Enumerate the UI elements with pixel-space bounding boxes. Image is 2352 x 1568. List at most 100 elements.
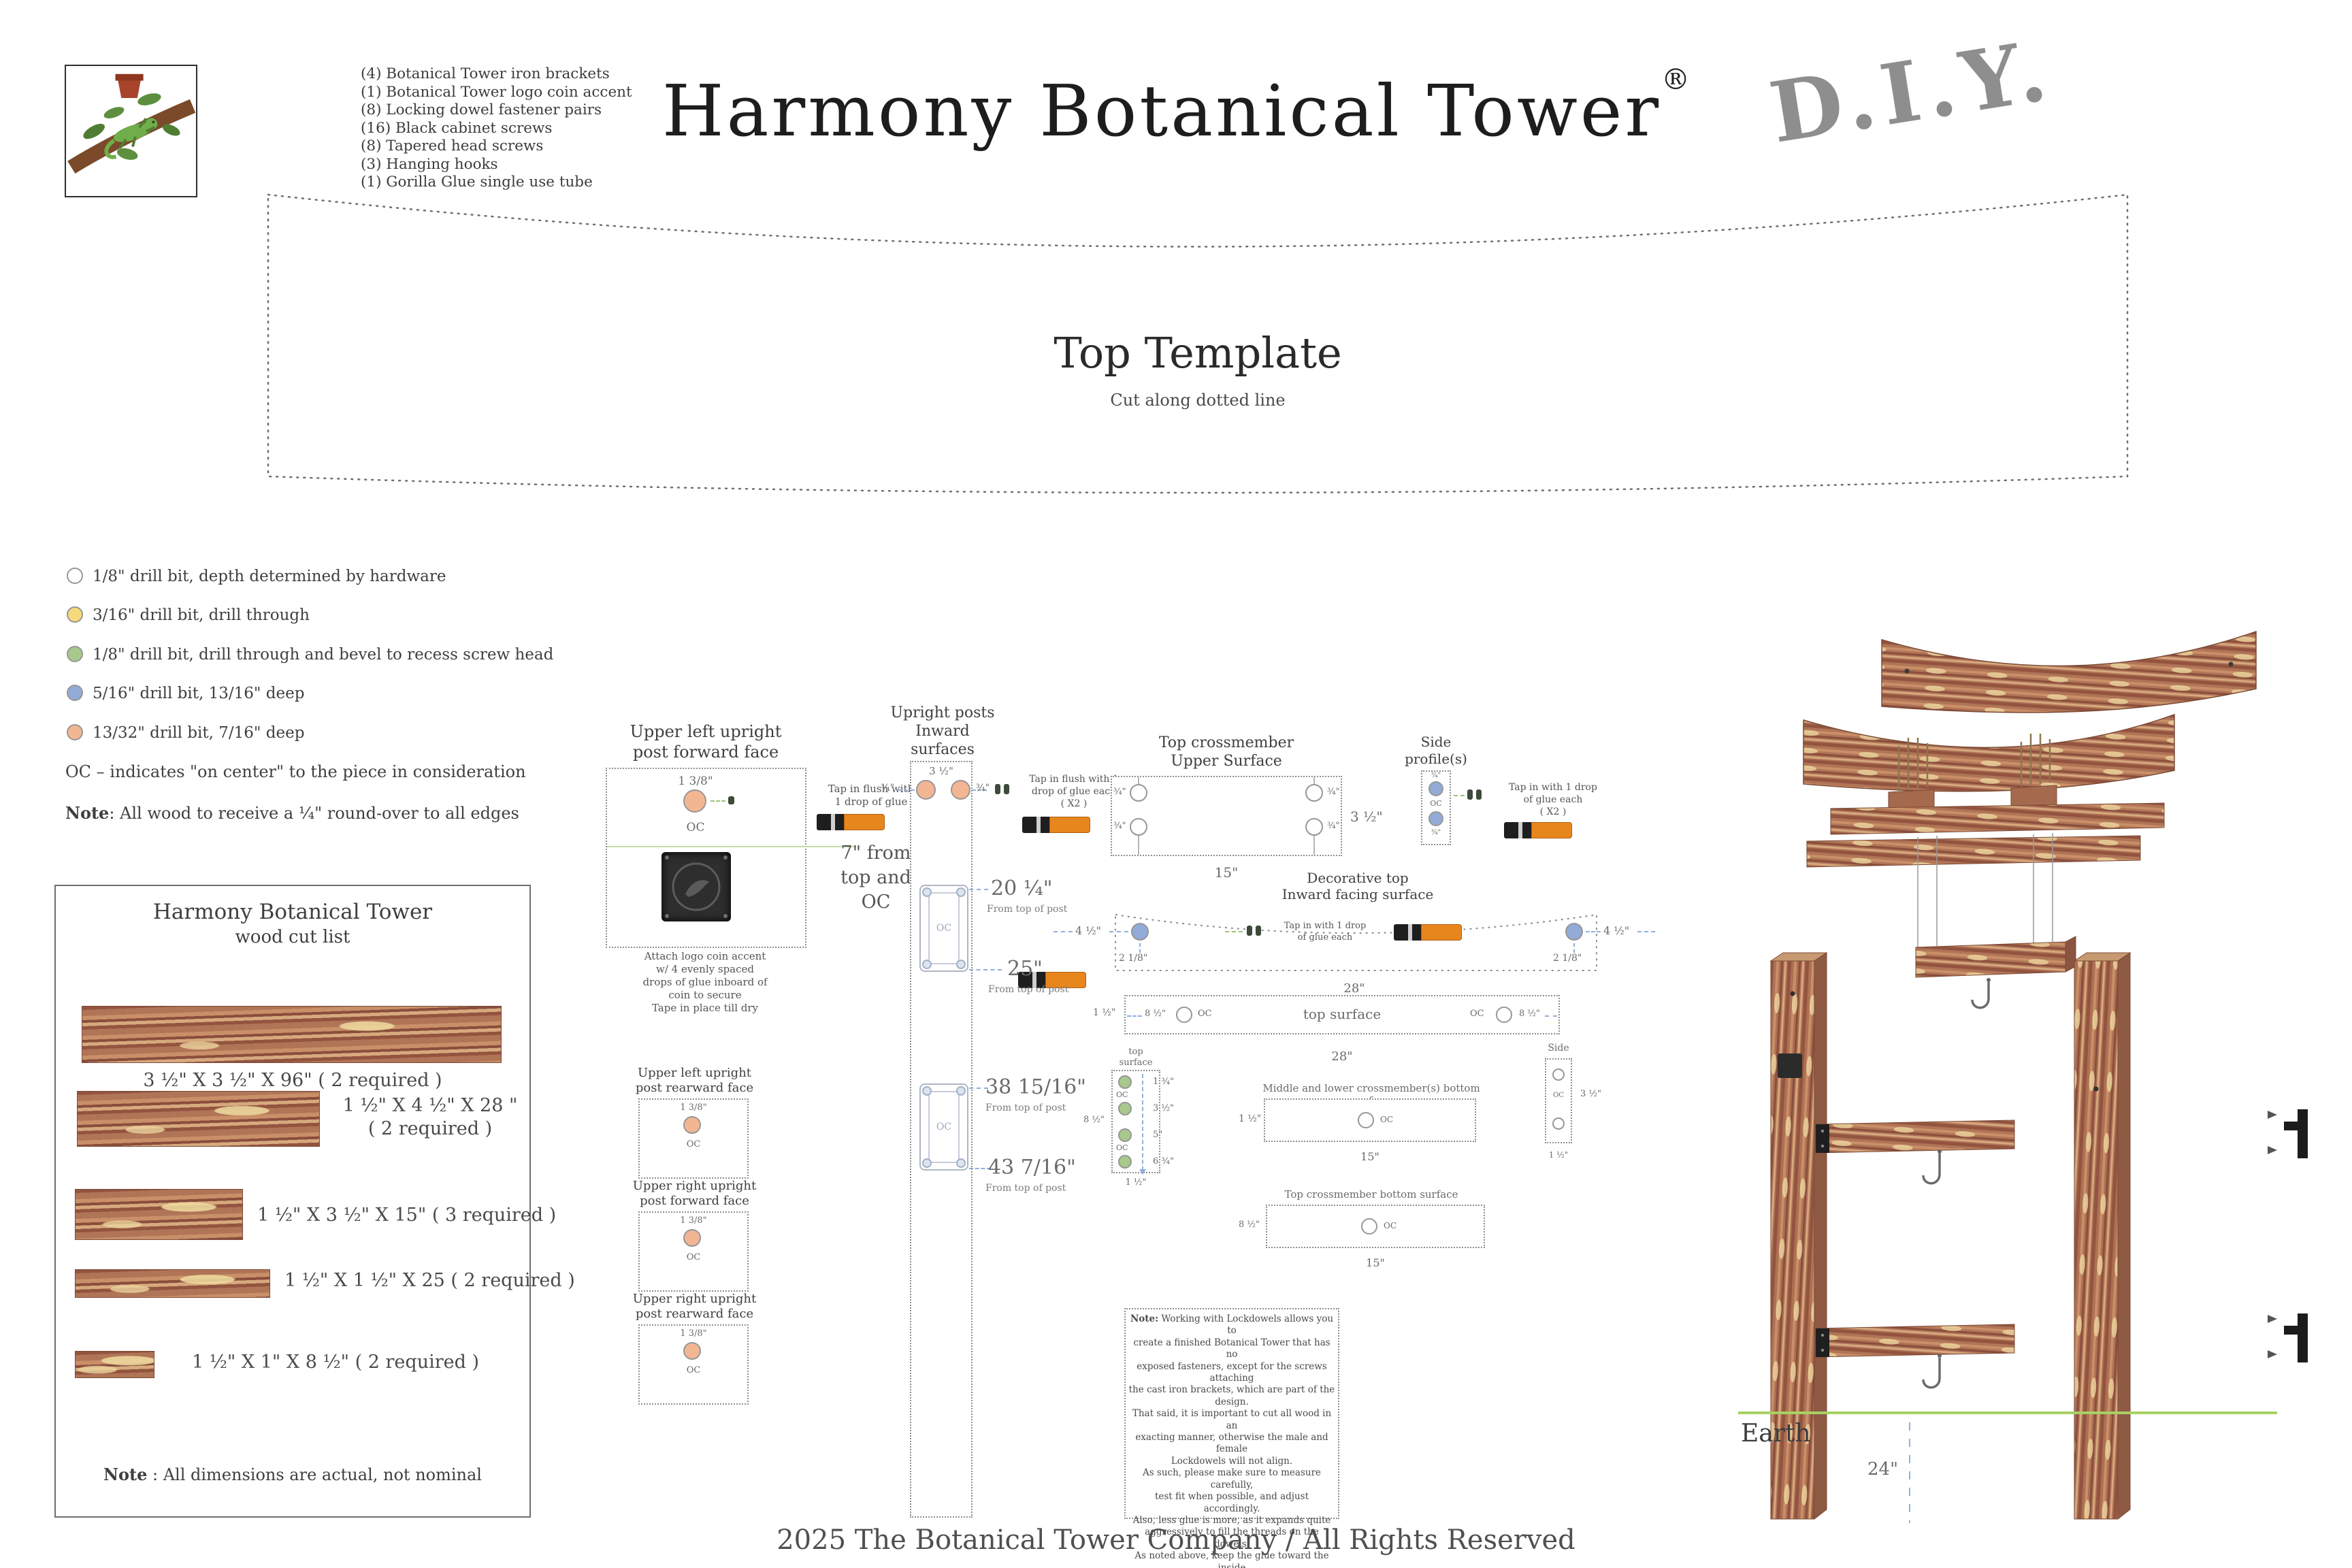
oc-label: OC xyxy=(686,1252,701,1262)
template-subtitle: Cut along dotted line xyxy=(1110,391,1286,410)
face-title-line: Upper right upright xyxy=(632,1292,757,1306)
face-box-title: Upper right upright post forward face xyxy=(632,1179,757,1209)
oc-label: OC xyxy=(686,821,705,834)
face-title-line: post forward face xyxy=(640,1194,749,1208)
dectop-bottom-dim: 28" xyxy=(1343,981,1365,996)
oc-label: OC xyxy=(1430,799,1442,808)
sideprof-tap-note: Tap in with 1 drop of glue each ( X2 ) xyxy=(1492,781,1614,818)
tcu-title-line: Upper Surface xyxy=(1171,753,1282,770)
drill-hole-13-32 xyxy=(683,1342,701,1360)
post-dim: 20 ¼" xyxy=(991,877,1053,900)
tcb-title: Top crossmember bottom surface xyxy=(1284,1188,1458,1200)
glue-tube-icon xyxy=(1022,817,1090,833)
dim-leader xyxy=(972,789,987,791)
dectop-under-dim: 2 1/8" xyxy=(1119,953,1148,964)
iron-bracket-outline: OC xyxy=(919,1083,968,1171)
top-template-outline xyxy=(267,193,2129,494)
ulf-attach-note: Attach logo coin accent w/ 4 evenly spac… xyxy=(612,950,798,1015)
ulf-offset-note: 7" from top and OC xyxy=(825,841,927,915)
parts-list-item: (8) Locking dowel fastener pairs xyxy=(361,101,602,118)
posttop-title: top surface xyxy=(1108,1047,1164,1068)
drill-hole-13-32 xyxy=(683,1116,701,1134)
midlow-bottom-dim: 15" xyxy=(1360,1150,1379,1163)
post-dim-sub: From top of post xyxy=(985,1183,1066,1194)
dim-leader xyxy=(1127,1015,1142,1017)
tick xyxy=(1313,836,1315,855)
dim-line xyxy=(1142,1074,1143,1171)
note-line: Also, less glue is more, as it expands q… xyxy=(1132,1514,1331,1526)
face-box xyxy=(638,1324,749,1405)
company-logo xyxy=(65,65,197,197)
tcu-q: ¾" xyxy=(1327,787,1340,797)
dim-leader xyxy=(1586,931,1601,932)
sidesmall-title: Side xyxy=(1548,1043,1569,1054)
posts-title-line: Inward xyxy=(915,723,970,740)
note-line: Note: Working with Lockdowels allows you… xyxy=(1128,1313,1335,1337)
note-box: Note: Working with Lockdowels allows you… xyxy=(1124,1308,1339,1568)
face-box xyxy=(638,1211,749,1292)
drill-hole-recess xyxy=(1118,1155,1132,1169)
face-dim: 1 3/8" xyxy=(680,1102,707,1113)
glue-tube-icon xyxy=(1394,924,1462,941)
sidesmall-right-dim: 3 ½" xyxy=(1580,1089,1601,1099)
dectop-tap-note: Tap in with 1 drop of glue each xyxy=(1267,920,1383,943)
note-line: exposed fasteners, except for the screws… xyxy=(1137,1360,1327,1384)
plank-caption: 1 ½" X 4 ½" X 28 " ( 2 required ) xyxy=(335,1094,525,1141)
tcu-title: Top crossmember Upper Surface xyxy=(1124,734,1328,770)
tcu-right-dim: 3 ½" xyxy=(1350,808,1383,825)
note-line: create a finished Botanical Tower that h… xyxy=(1133,1337,1330,1360)
dowel-pair-icon xyxy=(1247,926,1261,936)
legend-label: 1/8" drill bit, drill through and bevel … xyxy=(93,646,554,664)
posts-title: Upright posts Inward surfaces xyxy=(888,704,997,759)
face-dim: 1 3/8" xyxy=(680,1215,707,1226)
tcu-bottom-dim: 15" xyxy=(1214,864,1239,881)
posttop-dim: 3 ½" xyxy=(1153,1103,1174,1113)
dim-leader xyxy=(1109,931,1128,932)
posttop-left-dim: 8 ½" xyxy=(1083,1115,1105,1125)
posttop-dim: 6 ¾" xyxy=(1153,1156,1174,1166)
dim-leader xyxy=(969,969,1002,970)
glue-tube-icon xyxy=(817,814,885,830)
iron-bracket-outline: OC xyxy=(919,885,968,972)
tap-note-line: of glue each xyxy=(1297,932,1353,943)
oc-label: OC xyxy=(686,1139,701,1149)
legend-label: 1/8" drill bit, depth determined by hard… xyxy=(93,568,446,585)
note-line: As noted above, keep the glue toward the… xyxy=(1134,1550,1329,1568)
note-prefix: Note xyxy=(103,1465,148,1484)
tap-note-line: ( X2 ) xyxy=(1539,806,1567,817)
post-dim: 43 7/16" xyxy=(988,1156,1076,1179)
face-title-line: post rearward face xyxy=(635,1081,754,1095)
dectop-side-dim: 4 ½" xyxy=(1603,924,1630,937)
offset-line xyxy=(607,846,856,847)
note-line: As such, please make sure to measure car… xyxy=(1142,1467,1322,1490)
glue-tube-icon xyxy=(1504,822,1572,838)
dim-leader xyxy=(969,889,988,890)
parts-list-item: (3) Hanging hooks xyxy=(361,155,498,173)
drill-hole-13-32 xyxy=(683,789,706,813)
posts-tap-note: Tap in flush with 1 drop of glue each ( … xyxy=(1019,773,1128,810)
attach-note-line: Tape in place till dry xyxy=(651,1002,759,1014)
diy-stamp: D.I.Y. xyxy=(1763,20,2060,162)
tap-note-line: 1 drop of glue xyxy=(834,796,908,808)
drill-hole-1-8 xyxy=(1130,784,1147,802)
note-prefix: Note xyxy=(65,803,110,823)
dectop-outline xyxy=(1115,913,1597,971)
note-prefix: Note: xyxy=(1130,1313,1159,1324)
post-dim: 25" xyxy=(1007,957,1043,981)
sideprof-title-line: profile(s) xyxy=(1405,751,1467,767)
note-line: aggressively to fill the threads on the … xyxy=(1145,1526,1319,1550)
attach-note-line: w/ 4 evenly spaced xyxy=(655,963,755,975)
drill-hole-1-8 xyxy=(1358,1112,1374,1128)
note-line: Lockdowels will not align. xyxy=(1171,1455,1293,1467)
logo-coin-accent xyxy=(662,852,731,921)
legend-wood-note: Note: All wood to receive a ¼" round-ove… xyxy=(65,803,519,823)
face-box-title: Upper left upright post rearward face xyxy=(632,1066,757,1096)
coin-art-icon xyxy=(665,855,728,918)
posttop-bottom-dim: 1 ½" xyxy=(1125,1177,1147,1188)
face-box xyxy=(638,1098,749,1179)
sideprof-title-line: Side xyxy=(1420,734,1452,750)
posttop-dim: 5" xyxy=(1153,1130,1163,1140)
oc-label: OC xyxy=(936,1122,952,1132)
note-line: exacting manner, otherwise the male and … xyxy=(1135,1432,1328,1455)
tcu-box xyxy=(1111,776,1342,856)
